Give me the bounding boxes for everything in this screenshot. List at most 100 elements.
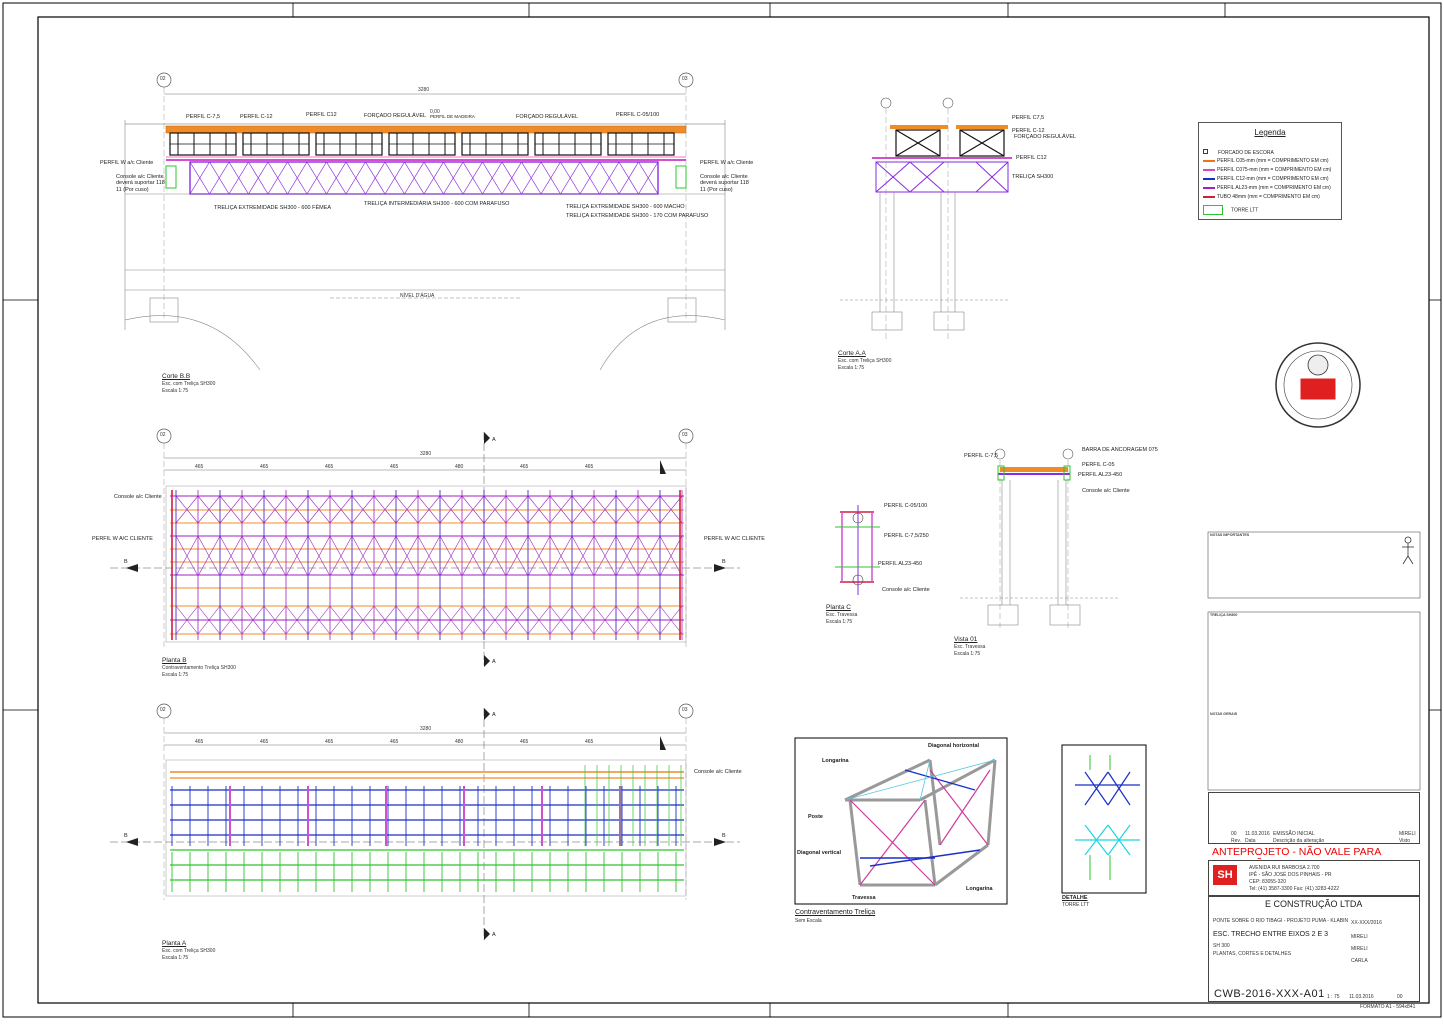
- contra-title: Contraventamento Treliça: [795, 909, 876, 916]
- plan-brace: [571, 495, 595, 524]
- pc-label-3: Console a/c Cliente: [882, 587, 930, 593]
- legend-title: Legenda: [1254, 128, 1286, 137]
- plan-brace: [659, 605, 683, 635]
- v01-label-2: PERFIL C-05: [1082, 462, 1115, 468]
- plan-brace: [395, 535, 419, 577]
- bb-label-13: TRELIÇA EXTREMIDADE SH300 - 600 MACHO: [566, 204, 685, 210]
- plan-brace: [329, 605, 353, 635]
- truss-diagonal: [384, 161, 405, 195]
- rev-head-2: Descrição da alteração: [1273, 838, 1325, 844]
- planta-b-view: [110, 428, 740, 665]
- axis-03-pa: 03: [682, 707, 688, 713]
- plan-brace: [483, 535, 507, 577]
- plan-brace: [593, 605, 617, 635]
- plan-brace: [505, 495, 529, 524]
- legend-box: Legenda FORCADO DE ESCORA PERFIL C05-mm …: [1198, 122, 1342, 220]
- plan-brace: [549, 605, 573, 635]
- truss-diagonal: [209, 161, 230, 195]
- planta-b-sub2: Escala 1:75: [162, 672, 189, 678]
- axis-03-pb: 03: [682, 432, 688, 438]
- pa-dim-1: 465: [260, 739, 269, 745]
- plan-brace: [549, 495, 573, 524]
- plan-brace: [263, 535, 287, 577]
- planta-c-title: Planta C: [826, 604, 851, 611]
- plan-brace: [659, 495, 683, 524]
- plan-brace: [219, 535, 243, 577]
- plan-brace: [351, 605, 375, 635]
- pc-label-0: PERFIL C-05/100: [884, 503, 928, 509]
- truss-diagonal: [365, 161, 386, 195]
- pb-dim-3: 465: [390, 464, 399, 470]
- company-emblem: [1275, 342, 1361, 428]
- plan-brace: [395, 495, 419, 524]
- notes-heading-1: NOTAS IMPORTANTES: [1210, 533, 1250, 537]
- v01-label-1: BARRA DE ANCORAGEM 075: [1082, 447, 1158, 453]
- corte-bb-title: Corte B.B: [162, 373, 191, 380]
- vista-01-sub2: Escala 1:75: [954, 651, 981, 657]
- contraventamento-view: [794, 737, 1008, 905]
- corte-bb-sub2: Escala 1:75: [162, 388, 189, 394]
- plan-brace: [461, 495, 485, 524]
- truss-diagonal: [248, 161, 269, 195]
- contra-sub: Sem Escala: [795, 918, 822, 924]
- contra-label-5: Longarina: [966, 886, 993, 892]
- truss-diagonal: [228, 161, 249, 195]
- water-level-label: NÍVEL D'ÁGUA: [400, 293, 435, 299]
- plan-brace: [241, 495, 265, 524]
- v01-label-4: Console a/c Cliente: [1082, 488, 1130, 494]
- pb-label-2: PERFIL W A/C CLIENTE: [704, 536, 765, 542]
- pa-dim-2: 465: [325, 739, 334, 745]
- pa-cut-a-top: A: [492, 712, 496, 718]
- rev-head-1: Data: [1245, 838, 1256, 844]
- plan-brace: [461, 535, 485, 577]
- pb-dim-1: 465: [260, 464, 269, 470]
- legend-item: TORRE LTT: [1203, 205, 1258, 215]
- addr-0: AVENIDA RUI BARBOSA 2.700: [1249, 865, 1320, 871]
- plan-brace: [175, 495, 199, 524]
- plan-brace: [593, 495, 617, 524]
- montagem-name: ESC. TRECHO ENTRE EIXOS 2 E 3: [1213, 931, 1329, 938]
- pa-dim-5: 465: [520, 739, 529, 745]
- planta-a-sub1: Esc. com Treliça SH300: [162, 948, 216, 954]
- aa-label-0: PERFIL C7,5: [1012, 115, 1045, 121]
- notes-heading-3: NOTAS GERAIS: [1210, 712, 1238, 716]
- bb-label-11: TRELIÇA EXTREMIDADE SH300 - 600 FÊMEA: [214, 205, 332, 211]
- plan-brace: [417, 535, 441, 577]
- plan-brace: [329, 535, 353, 577]
- rev-head-0: Rev.: [1231, 838, 1241, 844]
- bb-label-0: PERFIL C-7,5: [186, 114, 221, 120]
- plan-brace: [197, 535, 221, 577]
- rev-date: 11.03.2016: [1245, 831, 1270, 837]
- contra-label-3: Diagonal vertical: [797, 850, 842, 856]
- pa-dim-0: 465: [195, 739, 204, 745]
- plan-brace: [329, 495, 353, 524]
- plan-brace: [241, 535, 265, 577]
- title-info-block: E CONSTRUÇÃO LTDA PONTE SOBRE O RIO TIBA…: [1208, 896, 1420, 1002]
- pb-dim-4: 480: [455, 464, 464, 470]
- aa-label-2: FORÇADO REGULÁVEL: [1014, 134, 1077, 140]
- corte-aa-sub1: Esc. com Treliça SH300: [838, 358, 892, 364]
- bb-label-5: FORÇADO REGULÁVEL: [516, 114, 579, 120]
- plan-brace: [373, 535, 397, 577]
- truss-diagonal: [501, 161, 522, 195]
- data: 11.03.2016: [1349, 994, 1374, 1000]
- plan-brace: [637, 535, 661, 577]
- addr-2: CEP: 83055-320: [1249, 879, 1286, 885]
- bb-label-8: Console a/c Cliente deverá suportar 118 …: [116, 174, 165, 193]
- plan-brace: [417, 605, 441, 635]
- plan-brace: [439, 535, 463, 577]
- pb-dim-0: 465: [195, 464, 204, 470]
- pb-dim-5: 465: [520, 464, 529, 470]
- planta-c-view: [835, 505, 880, 595]
- drawing-code: CWB-2016-XXX-A01: [1214, 988, 1325, 1000]
- truss-diagonal: [345, 161, 366, 195]
- bb-label-12: TRELIÇA INTERMEDIÁRIA SH300 - 600 COM PA…: [364, 201, 510, 207]
- bb-label-10: Console a/c Cliente deverá suportar 118 …: [700, 174, 749, 193]
- aa-label-3: PERFIL C12: [1016, 155, 1047, 161]
- client-name: E CONSTRUÇÃO LTDA: [1265, 899, 1363, 909]
- plan-brace: [285, 535, 309, 577]
- contra-label-4: Travessa: [852, 895, 876, 901]
- plan-brace: [285, 495, 309, 524]
